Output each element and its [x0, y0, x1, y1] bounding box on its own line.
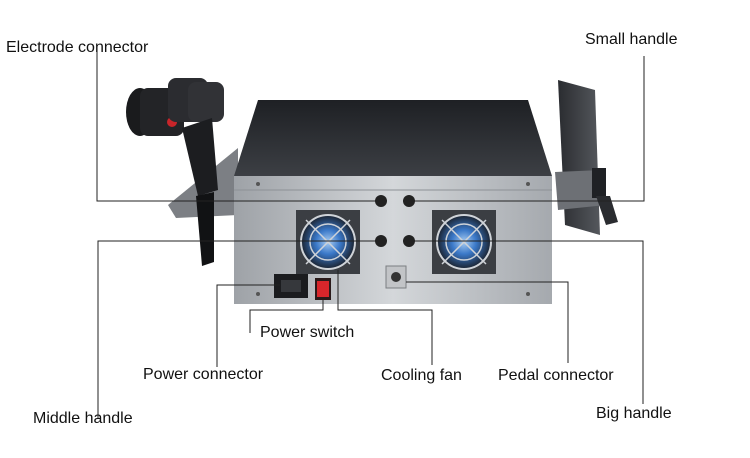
leader-power-connector — [216, 284, 280, 367]
label-middle-handle: Middle handle — [33, 410, 133, 427]
label-cooling-fan: Cooling fan — [381, 367, 462, 384]
leader-middle-handle — [97, 240, 381, 418]
big-handle — [555, 80, 618, 235]
label-power-connector: Power connector — [143, 366, 264, 383]
leader-pedal-connector — [406, 281, 569, 363]
cooling-fan-left — [296, 210, 360, 274]
label-big-handle: Big handle — [596, 405, 672, 422]
leader-electrode-connector — [96, 52, 381, 202]
pedal-socket — [385, 265, 407, 289]
leader-small-handle — [409, 56, 645, 202]
power-switch-graphic — [315, 278, 331, 300]
leader-power-switch — [249, 300, 324, 333]
leader-lines — [96, 52, 645, 418]
cooling-fan-right — [432, 210, 496, 274]
label-power-switch: Power switch — [260, 324, 355, 341]
label-electrode-connector: Electrode connector — [6, 39, 149, 56]
leader-cooling-fan — [337, 270, 433, 365]
leader-big-handle — [409, 240, 644, 404]
power-inlet — [274, 274, 308, 298]
electrode-handles — [126, 78, 224, 266]
label-small-handle: Small handle — [585, 31, 678, 48]
label-pedal-connector: Pedal connector — [498, 367, 614, 384]
